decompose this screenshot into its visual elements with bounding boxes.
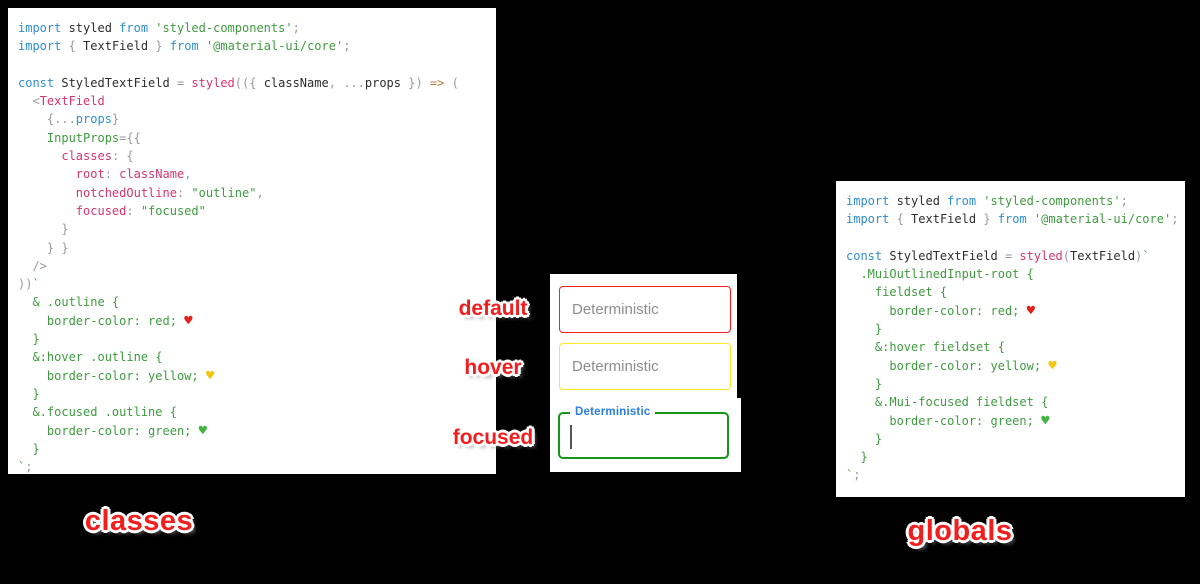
code-line: } — [18, 332, 40, 347]
code-line: border-color: yellow; ♥ — [846, 357, 1057, 374]
code-line: &:hover .outline { — [18, 350, 163, 365]
code-line: } — [18, 222, 69, 237]
caption-classes: classes — [84, 505, 194, 537]
code-line: <TextField — [18, 94, 105, 109]
textfield-hover[interactable]: Deterministic — [559, 343, 731, 390]
code-line: fieldset { — [846, 285, 948, 300]
code-line: &.focused .outline { — [18, 405, 177, 420]
code-line: } — [18, 441, 40, 456]
textfield-card-top: Deterministic Deterministic — [550, 274, 737, 398]
code-line: import styled from 'styled-components'; — [18, 21, 300, 35]
textfield-default-placeholder: Deterministic — [572, 301, 659, 318]
code-panel-classes: import styled from 'styled-components'; i… — [8, 8, 496, 474]
code-line: root: className, — [75, 167, 192, 182]
code-line: .MuiOutlinedInput-root { — [846, 267, 1034, 282]
code-line: ))` — [18, 277, 40, 292]
code-line: `; — [18, 460, 33, 475]
code-line: import { TextField } from '@material-ui/… — [846, 212, 1179, 227]
code-line: &:hover fieldset { — [846, 340, 1005, 355]
code-block-classes: import styled from 'styled-components'; i… — [8, 8, 496, 476]
code-line: border-color: red; ♥ — [18, 312, 193, 329]
state-label-focused: focused — [452, 426, 534, 449]
code-line: classes: { — [61, 149, 134, 164]
code-line — [18, 56, 490, 74]
text-cursor — [570, 425, 572, 449]
textfield-focused[interactable]: Deterministic — [558, 406, 729, 459]
code-line: import { TextField } from '@material-ui/… — [18, 39, 351, 54]
code-line: border-color: red; ♥ — [846, 302, 1036, 319]
code-line: } — [846, 450, 868, 465]
code-line: const StyledTextField = styled(TextField… — [846, 248, 1150, 263]
caption-globals: globals — [907, 515, 1013, 547]
code-line: } — [846, 431, 883, 446]
code-line: &.Mui-focused fieldset { — [846, 395, 1049, 410]
code-line: /> — [18, 258, 47, 273]
code-line: {...props} — [18, 112, 120, 127]
code-line: import styled from 'styled-components'; — [846, 194, 1128, 208]
code-panel-globals: import styled from 'styled-components'; i… — [836, 181, 1185, 497]
code-line: } } — [18, 240, 69, 255]
code-line: notchedOutline: "outline", — [75, 185, 264, 200]
code-block-globals: import styled from 'styled-components'; i… — [836, 181, 1185, 485]
code-line: } — [846, 322, 883, 337]
code-line: } — [18, 386, 40, 401]
code-line: } — [846, 376, 883, 391]
code-line: border-color: yellow; ♥ — [18, 367, 215, 384]
code-line: border-color: green; ♥ — [18, 422, 208, 439]
state-label-default: default — [458, 297, 528, 320]
code-line: InputProps={{ — [46, 130, 141, 145]
textfield-default[interactable]: Deterministic — [559, 286, 731, 333]
code-line: focused: "focused" — [75, 203, 206, 218]
code-line: & .outline { — [18, 295, 120, 310]
code-line: border-color: green; ♥ — [846, 412, 1050, 429]
textfield-card-bottom: Deterministic — [550, 398, 741, 472]
code-line: const StyledTextField = styled(({ classN… — [18, 75, 459, 90]
state-label-hover: hover — [464, 356, 522, 379]
textfield-hover-placeholder: Deterministic — [572, 358, 659, 375]
code-line: `; — [846, 468, 861, 483]
textfield-focused-label: Deterministic — [570, 406, 656, 418]
code-line — [846, 229, 1179, 247]
